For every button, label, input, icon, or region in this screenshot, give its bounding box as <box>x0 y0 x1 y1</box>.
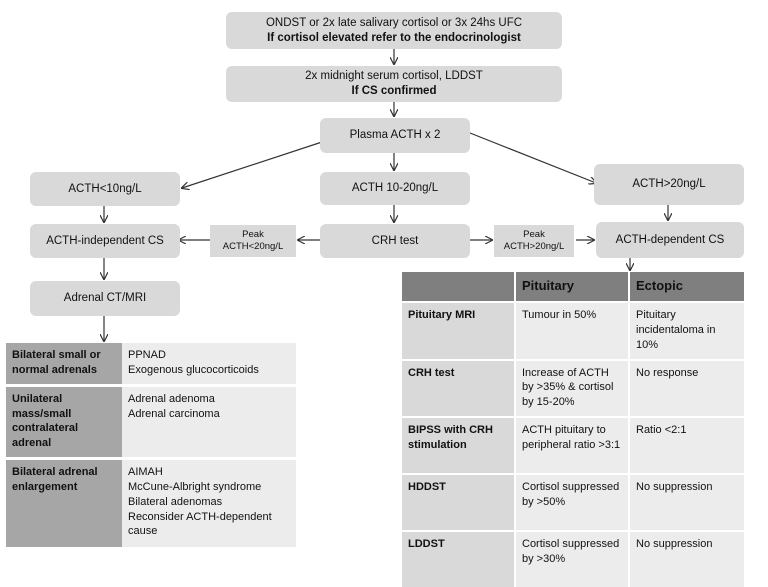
peak-high-line1: Peak <box>523 229 545 241</box>
table-header-row: Pituitary Ectopic <box>402 272 744 302</box>
list-item: PPNAD <box>128 349 166 361</box>
arrow-plasma-to-high <box>469 132 596 183</box>
acth-high-box: ACTH>20ng/L <box>594 164 744 205</box>
table-row: Unilateral mass/small contralateral adre… <box>6 386 296 458</box>
plasma-acth-label: Plasma ACTH x 2 <box>349 129 441 142</box>
header-ectopic: Ectopic <box>628 272 744 302</box>
pituitary-result: Cortisol suppressed by >50% <box>514 473 629 532</box>
acth-independent-box: ACTH-independent CS <box>30 224 180 258</box>
crh-test-label: CRH test <box>371 234 419 247</box>
table-row: Bilateral adrenal enlargement AIMAH McCu… <box>6 460 296 548</box>
pituitary-result: Tumour in 50% <box>514 301 629 360</box>
acth-low-box: ACTH<10ng/L <box>30 172 180 206</box>
adrenal-category: Unilateral mass/small contralateral adre… <box>6 386 122 458</box>
table-row: BIPSS with CRH stimulation ACTH pituitar… <box>402 416 744 475</box>
adrenal-imaging-label: Adrenal CT/MRI <box>63 292 147 305</box>
adrenal-imaging-box: Adrenal CT/MRI <box>30 281 180 316</box>
list-item: Adrenal adenoma <box>128 392 215 405</box>
test-name: HDDST <box>402 473 515 532</box>
screening-text: ONDST or 2x late salivary cortisol or 3x… <box>265 16 523 29</box>
acth-mid-box: ACTH 10-20ng/L <box>320 172 470 205</box>
acth-independent-label: ACTH-independent CS <box>46 234 164 247</box>
list-item: Adrenal carcinoma <box>128 407 220 420</box>
ectopic-result: Ratio <2:1 <box>628 416 744 475</box>
table-row: CRH test Increase of ACTH by >35% & cort… <box>402 358 744 418</box>
acth-high-label: ACTH>20ng/L <box>632 178 706 191</box>
list-item: Exogenous glucocorticoids <box>128 363 259 376</box>
crh-test-box: CRH test <box>320 224 470 258</box>
pituitary-vs-ectopic-table: Pituitary Ectopic Pituitary MRI Tumour i… <box>402 272 744 587</box>
pituitary-result: Cortisol suppressed by >30% <box>514 530 629 587</box>
adrenal-findings-table: Bilateral small or normal adrenals PPNAD… <box>6 343 296 548</box>
table-row: LDDST Cortisol suppressed by >30% No sup… <box>402 530 744 587</box>
table-row: HDDST Cortisol suppressed by >50% No sup… <box>402 473 744 532</box>
table-row: Pituitary MRI Tumour in 50% Pituitary in… <box>402 301 744 360</box>
screening-instruction: If cortisol elevated refer to the endocr… <box>267 31 521 44</box>
test-name: Pituitary MRI <box>402 301 515 360</box>
confirmation-box: 2x midnight serum cortisol, LDDST If CS … <box>226 66 562 102</box>
flow-arrows <box>0 49 768 575</box>
peak-low-line2: ACTH<20ng/L <box>222 241 284 252</box>
peak-low-line1: Peak <box>242 229 264 241</box>
arrow-plasma-to-low <box>182 141 323 188</box>
header-blank <box>402 272 515 302</box>
plasma-acth-box: Plasma ACTH x 2 <box>320 118 470 153</box>
ectopic-result: No suppression <box>628 473 744 532</box>
table-row: Bilateral small or normal adrenals PPNAD… <box>6 343 296 384</box>
pituitary-result: ACTH pituitary to peripheral ratio >3:1 <box>514 416 629 475</box>
adrenal-causes: AIMAH McCune-Albright syndrome Bilateral… <box>122 460 296 548</box>
ectopic-result: Pituitary incidentaloma in 10% <box>628 301 744 360</box>
adrenal-causes: Adrenal adenoma Adrenal carcinoma <box>122 386 296 458</box>
confirmation-instruction: If CS confirmed <box>351 85 437 97</box>
pituitary-result: Increase of ACTH by >35% & cortisol by 1… <box>514 358 629 418</box>
list-item: AIMAH <box>128 466 163 479</box>
acth-dependent-box: ACTH-dependent CS <box>596 222 744 258</box>
acth-low-label: ACTH<10ng/L <box>68 182 142 195</box>
list-item: Reconsider ACTH-dependent cause <box>128 510 272 538</box>
ectopic-result: No suppression <box>628 530 744 587</box>
peak-low-box: Peak ACTH<20ng/L <box>210 225 296 257</box>
confirmation-text: 2x midnight serum cortisol, LDDST <box>305 70 483 83</box>
adrenal-category: Bilateral small or normal adrenals <box>6 343 122 384</box>
adrenal-category: Bilateral adrenal enlargement <box>6 460 122 548</box>
ectopic-result: No response <box>628 358 744 418</box>
test-name: CRH test <box>402 358 515 418</box>
acth-mid-label: ACTH 10-20ng/L <box>351 182 439 195</box>
header-pituitary: Pituitary <box>514 272 629 302</box>
peak-high-line2: ACTH>20ng/L <box>503 241 565 252</box>
test-name: LDDST <box>402 530 515 587</box>
acth-dependent-label: ACTH-dependent CS <box>615 233 725 246</box>
test-name: BIPSS with CRH stimulation <box>402 416 515 475</box>
screening-box: ONDST or 2x late salivary cortisol or 3x… <box>226 12 562 49</box>
adrenal-causes: PPNAD Exogenous glucocorticoids <box>122 343 296 384</box>
list-item: McCune-Albright syndrome <box>128 480 262 493</box>
peak-high-box: Peak ACTH>20ng/L <box>494 225 574 257</box>
list-item: Bilateral adenomas <box>128 495 223 508</box>
